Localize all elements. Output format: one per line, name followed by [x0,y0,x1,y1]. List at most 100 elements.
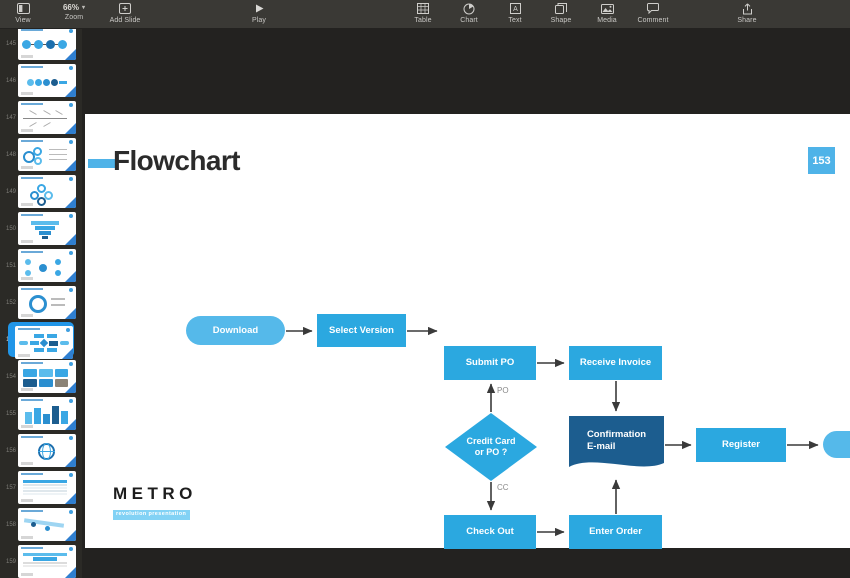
thumbnail-number: 158 [5,521,16,528]
thumbnail-preview [18,360,76,393]
edge-label-cc: CC [497,483,509,492]
thumbnail-preview [18,508,76,541]
slide-thumbnail-155[interactable]: 155 [0,395,82,432]
thumbnail-preview [18,471,76,504]
thumbnail-preview [18,64,76,97]
flow-node-download[interactable]: Download [186,316,285,345]
chevron-down-icon: ▾ [82,5,86,11]
title-accent-bar [88,159,115,168]
insert-shape-label: Shape [550,17,572,24]
slide-thumbnail-158[interactable]: 158 [0,506,82,543]
play-label: Play [251,17,267,24]
flow-node-check-out[interactable]: Check Out [444,515,536,549]
insert-shape-button[interactable]: Shape [538,0,584,28]
thumbnail-number: 159 [5,558,16,565]
share-button[interactable]: Share [724,0,770,28]
flowchart-connectors [286,326,819,537]
flow-node-select-version[interactable]: Select Version [317,314,406,347]
thumbnail-preview [18,286,76,319]
slide-thumbnail-156[interactable]: 156 [0,432,82,469]
flow-node-done[interactable]: Done [823,431,850,458]
insert-media-button[interactable]: Media [584,0,630,28]
comment-icon [647,2,659,15]
svg-text:A: A [513,6,518,13]
thumbnail-preview [18,249,76,282]
thumbnail-number: 147 [5,114,16,121]
slide-thumbnail-150[interactable]: 150 [0,210,82,247]
text-icon: A [509,2,521,15]
insert-chart-button[interactable]: Chart [446,0,492,28]
slide-thumbnail-146[interactable]: 146 [0,62,82,99]
shape-icon [555,2,567,15]
add-slide-icon [119,2,131,15]
insert-text-button[interactable]: A Text [492,0,538,28]
zoom-value: 66% [62,3,79,12]
play-button[interactable]: Play [236,0,282,28]
insert-table-label: Table [414,17,432,24]
insert-comment-button[interactable]: Comment [630,0,676,28]
page-title: Flowchart [113,145,240,176]
slide-thumbnail-152[interactable]: 152 [0,284,82,321]
logo-name: METRO [113,484,197,503]
zoom-control[interactable]: 66% ▾ Zoom [46,0,102,28]
flow-node-receive-invoice[interactable]: Receive Invoice [569,346,662,380]
insert-chart-label: Chart [460,17,478,24]
slide-thumbnail-153[interactable]: 153 [0,321,82,359]
zoom-label: Zoom [64,14,84,21]
slide-thumbnail-154[interactable]: 154 [0,358,82,395]
thumbnail-number: 148 [5,151,16,158]
flow-node-label: Register [721,439,760,451]
brand-logo: METRO revolution presentation [113,485,197,520]
insert-table-button[interactable]: Table [400,0,446,28]
flow-node-label: Enter Order [589,526,642,538]
flow-node-label: Check Out [466,526,514,538]
insert-media-label: Media [597,17,617,24]
thumbnail-number: 150 [5,225,16,232]
slide-navigator[interactable]: 145 146 [0,29,82,578]
slide-content[interactable]: Flowchart 153 [85,114,850,549]
thumbnail-number: 145 [5,40,16,47]
diamond-shape [445,413,537,481]
slide-thumbnail-149[interactable]: 149 [0,173,82,210]
thumbnail-number: 154 [5,373,16,380]
add-slide-button[interactable]: Add Slide [102,0,148,28]
flow-node-label: Select Version [329,324,394,336]
slide-canvas-area[interactable]: Flowchart 153 [82,29,850,578]
chart-icon [463,2,475,15]
slide-thumbnail-159[interactable]: 159 [0,543,82,578]
share-icon [742,2,753,15]
thumbnail-number: 157 [5,484,16,491]
slide-thumbnail-148[interactable]: 148 [0,136,82,173]
thumbnail-preview [18,138,76,171]
insert-group: Table Chart A Text Shape [400,0,676,28]
flow-node-label: Download [212,324,259,336]
flow-node-label: Submit PO [465,357,515,369]
slide-thumbnail-147[interactable]: 147 [0,99,82,136]
share-label: Share [737,17,757,24]
slide-thumbnail-151[interactable]: 151 [0,247,82,284]
view-button[interactable]: View [0,0,46,28]
slide-thumbnail-145[interactable]: 145 [0,29,82,62]
view-panel-icon [16,2,30,15]
thumbnail-number: 156 [5,447,16,454]
play-icon [254,2,265,15]
thumbnail-preview [18,434,76,467]
slide-thumbnail-157[interactable]: 157 [0,469,82,506]
thumbnail-number: 155 [5,410,16,417]
flow-node-submit-po[interactable]: Submit PO [444,346,536,380]
flow-node-label: Receive Invoice [579,357,652,369]
table-icon [417,2,429,15]
thumbnail-number: 152 [5,299,16,306]
media-icon [600,2,614,15]
flow-node-register[interactable]: Register [696,428,786,462]
logo-tagline: revolution presentation [113,510,191,520]
flow-node-enter-order[interactable]: Enter Order [569,515,662,549]
document-shape [569,416,664,467]
thumbnail-number: 149 [5,188,16,195]
